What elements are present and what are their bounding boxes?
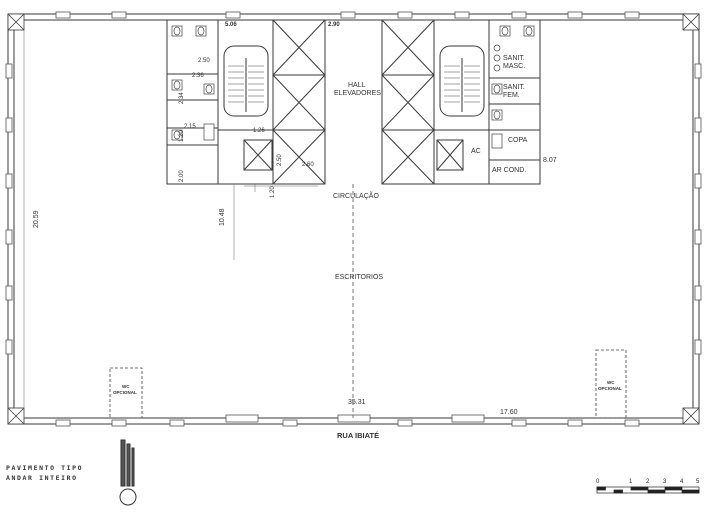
right-stairs [444, 65, 480, 103]
corner-columns [7, 13, 700, 425]
dim-290: 2.90 [328, 22, 340, 28]
sanit-masc-label-1: SANIT. [503, 55, 525, 62]
dim-width-bottom: 35.31 [348, 399, 366, 406]
hall-label-1: HALL [348, 82, 366, 89]
scale-tick-4: 4 [680, 479, 684, 485]
left-toilets [171, 25, 215, 141]
right-core [433, 19, 541, 185]
dim-234: 2.34 [179, 92, 185, 104]
legend-line-2: ANDAR INTEIRO [6, 474, 78, 482]
right-elevators [381, 19, 464, 185]
hall-label-2: ELEVADORES [334, 90, 381, 97]
scale-bar [596, 486, 700, 494]
legend-line-1: PAVIMENTO TIPO [6, 464, 84, 472]
dim-core-depth: 10.48 [219, 208, 226, 226]
dim-height-left: 20.59 [33, 210, 40, 228]
scale-tick-5: 5 [696, 479, 700, 485]
dim-200: 2.00 [179, 170, 185, 182]
sanit-masc-label-2: MASC. [503, 63, 526, 70]
dim-250b: 2.50 [277, 154, 283, 166]
dim-126: 1.26 [253, 128, 265, 134]
wc-right-label-1: WC [607, 380, 615, 385]
dim-120a: 1.20 [179, 130, 185, 142]
dim-120b: 1.20 [270, 186, 276, 198]
dim-215: 2.15 [184, 124, 196, 130]
building-outline [7, 13, 700, 425]
scale-tick-1: 1 [629, 479, 633, 485]
dimension-lines [23, 20, 318, 418]
street-windows [225, 414, 485, 423]
left-elevators [243, 19, 326, 185]
dim-506: 5.06 [225, 22, 237, 28]
street-name: RUA IBIATÉ [337, 431, 380, 440]
dim-width-right: 17.60 [500, 409, 518, 416]
optional-wc-boxes [109, 349, 627, 419]
scale-tick-0: 0 [596, 479, 600, 485]
right-toilets [491, 25, 535, 149]
sanit-fem-label-1: SANIT. [503, 84, 525, 91]
offices-label: ESCRITORIOS [335, 274, 384, 281]
dim-height-right: 8.07 [543, 157, 557, 164]
scale-tick-2: 2 [646, 479, 650, 485]
circulation-label: CIRCULAÇÃO [333, 193, 379, 200]
scale-tick-3: 3 [663, 479, 667, 485]
facade-pilasters [5, 11, 702, 427]
copa-label: COPA [508, 137, 528, 144]
dim-260: 2.60 [302, 162, 314, 168]
dim-250a: 2.50 [198, 58, 210, 64]
sanit-fem-label-2: FEM. [503, 92, 520, 99]
ar-cond-label: AR COND. [492, 167, 527, 174]
company-logo [119, 439, 137, 506]
dim-236: 2.36 [192, 73, 204, 79]
wc-left-label-2: OPCIONAL [113, 390, 137, 395]
wc-left-label-1: WC [122, 384, 130, 389]
wc-right-label-2: OPCIONAL [598, 386, 622, 391]
left-stairs [228, 65, 264, 103]
ac-label: AC [471, 148, 481, 155]
